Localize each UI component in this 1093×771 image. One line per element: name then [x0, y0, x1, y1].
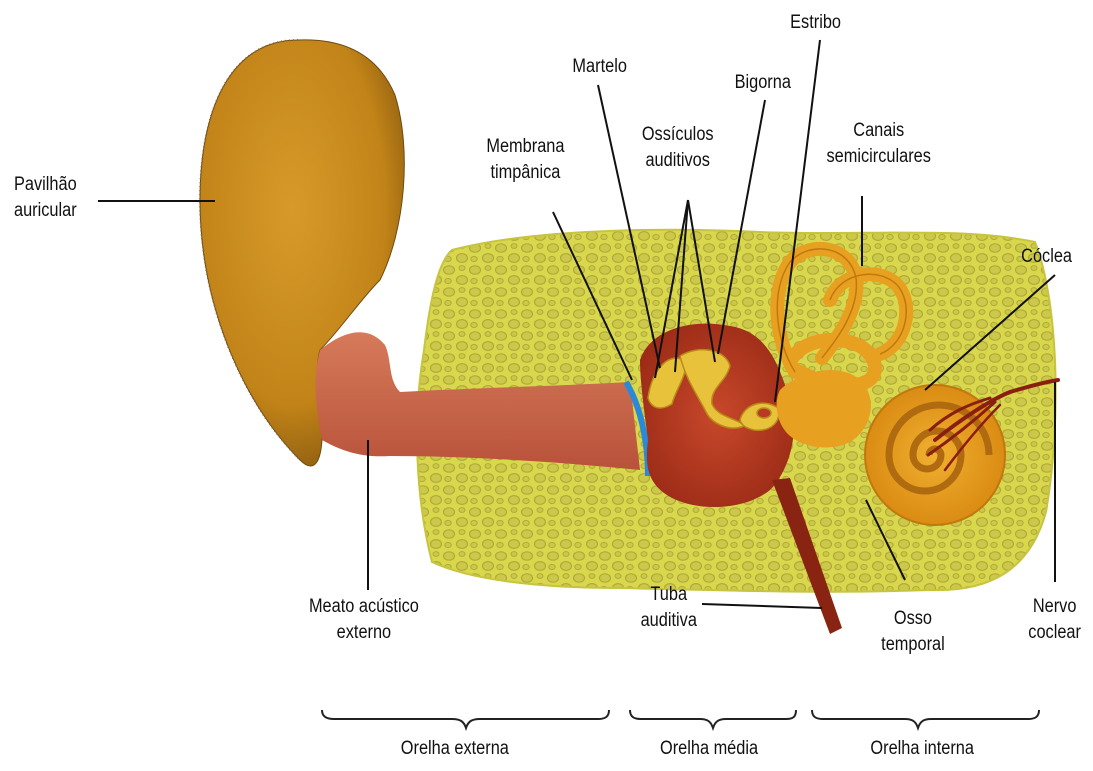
vestibule — [777, 370, 871, 447]
region-orelha-externa: Orelha externa — [401, 736, 509, 762]
label-tuba-auditiva: Tuba auditiva — [641, 582, 697, 634]
label-pavilhao-line2: auricular — [14, 198, 77, 224]
label-meato-line1: Meato acústico — [309, 594, 419, 620]
label-coclea: Cóclea — [1021, 244, 1072, 270]
region-orelha-interna: Orelha interna — [870, 736, 974, 762]
label-canais-semicirculares: Canais semicirculares — [826, 118, 930, 170]
label-canais-line2: semicirculares — [826, 144, 930, 170]
label-canais-line1: Canais — [826, 118, 930, 144]
label-tuba-line1: Tuba — [641, 582, 697, 608]
label-tuba-line2: auditiva — [641, 608, 697, 634]
brace-orelha-media — [630, 710, 796, 728]
label-nervo-coclear: Nervo coclear — [1028, 594, 1081, 646]
label-meato-line2: externo — [309, 620, 419, 646]
label-estribo: Estribo — [790, 10, 841, 36]
label-martelo: Martelo — [572, 54, 626, 80]
label-nervo-line1: Nervo — [1028, 594, 1081, 620]
brace-orelha-externa — [322, 710, 609, 728]
label-meato-acustico-externo: Meato acústico externo — [309, 594, 419, 646]
label-osso-line2: temporal — [881, 632, 945, 658]
label-osso-temporal: Osso temporal — [881, 606, 945, 658]
label-pavilhao-line1: Pavilhão — [14, 172, 77, 198]
region-braces — [322, 710, 1039, 728]
label-nervo-line2: coclear — [1028, 620, 1081, 646]
label-membrana-line1: Membrana — [486, 134, 564, 160]
label-bigorna: Bigorna — [735, 70, 791, 96]
label-osso-line1: Osso — [881, 606, 945, 632]
label-membrana-line2: timpânica — [486, 160, 564, 186]
brace-orelha-interna — [812, 710, 1039, 728]
label-pavilhao-auricular: Pavilhão auricular — [14, 172, 77, 224]
label-ossiculos-auditivos: Ossículos auditivos — [642, 122, 714, 174]
region-orelha-media: Orelha média — [660, 736, 758, 762]
label-ossiculos-line2: auditivos — [642, 148, 714, 174]
label-membrana-timpanica: Membrana timpânica — [486, 134, 564, 186]
label-ossiculos-line1: Ossículos — [642, 122, 714, 148]
